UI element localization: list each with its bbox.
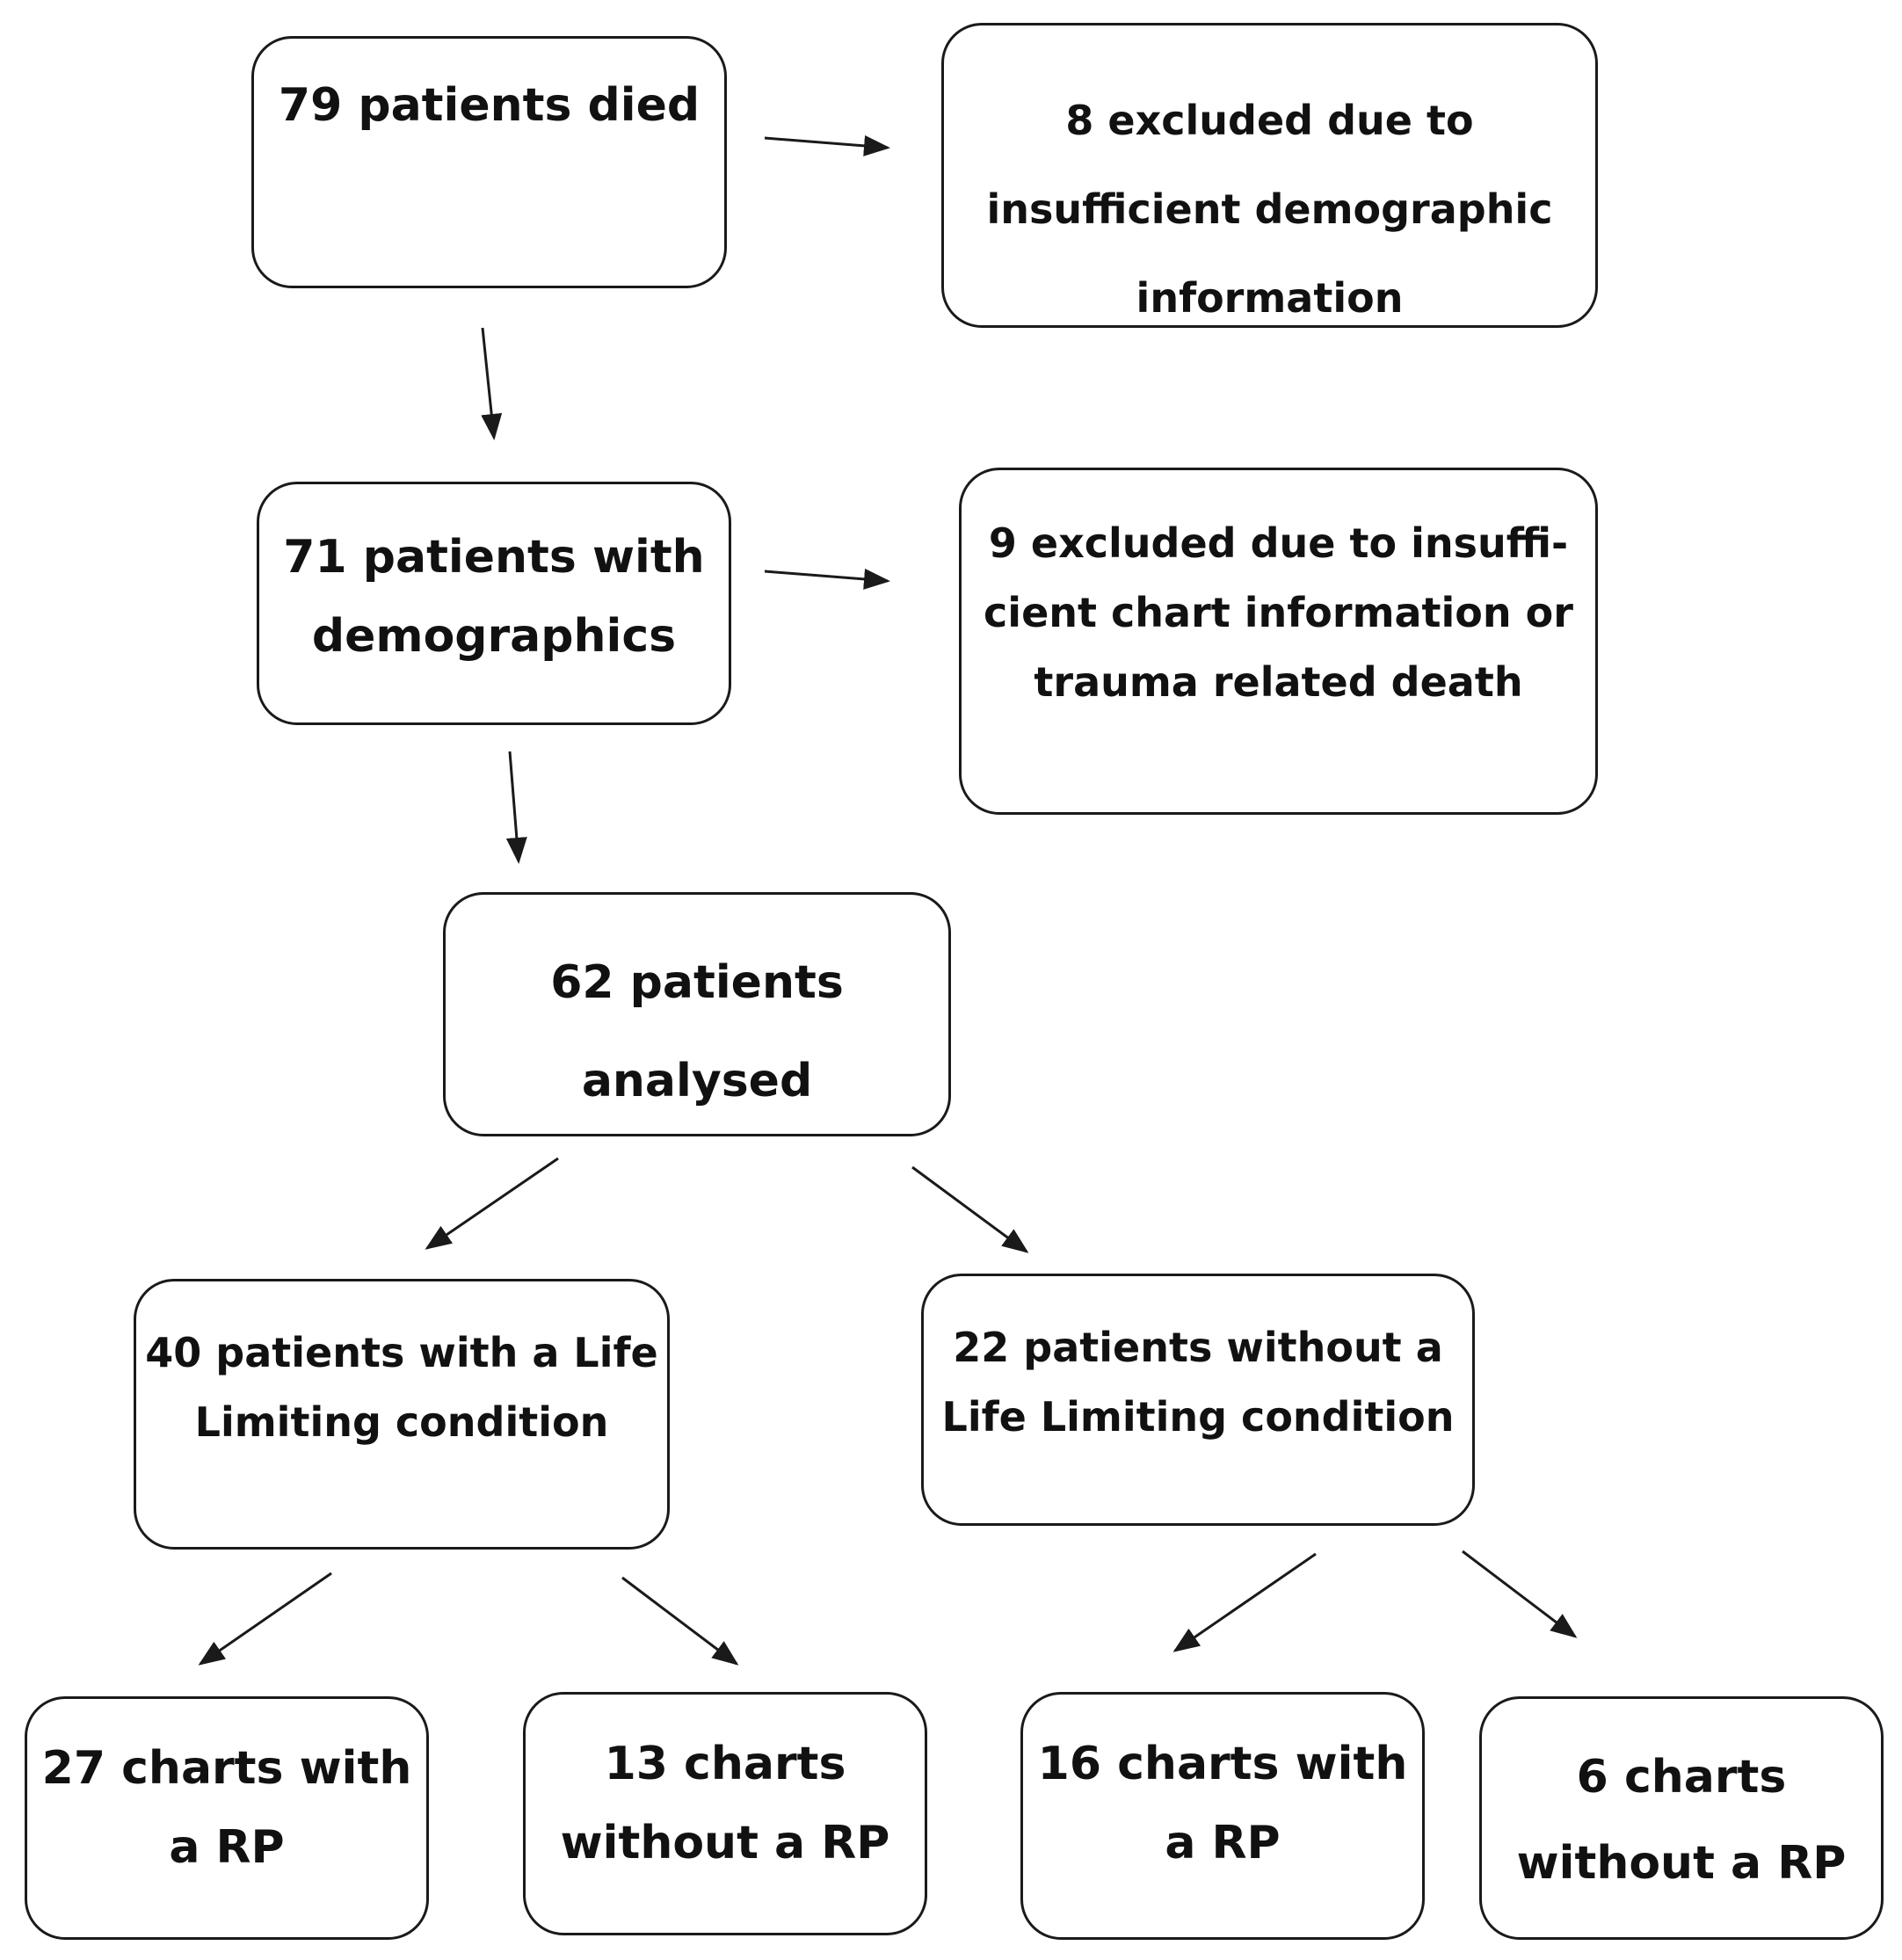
box-text-line: 8 excluded due to (1065, 97, 1474, 144)
arrow-demographics-to-excluded (764, 568, 890, 590)
box-40-patients-life-limiting: 40 patients with a Life Limiting conditi… (134, 1279, 670, 1550)
box-71-patients-with-demographics: 71 patients with demographics (257, 482, 731, 725)
box-27-charts-with-rp: 27 charts with a RP (25, 1696, 429, 1940)
box-9-excluded-chart-information: 9 excluded due to insuffi- cient chart i… (959, 468, 1598, 815)
box-text-line: without a RP (560, 1817, 890, 1869)
box-text-line: 40 patients with a Life (145, 1329, 658, 1376)
box-text-line: 79 patients died (278, 79, 701, 132)
box-22-patients-without-life-limiting: 22 patients without a Life Limiting cond… (921, 1274, 1475, 1526)
box-text-line: information (1136, 274, 1404, 322)
box-text-line: 62 patients (550, 956, 844, 1009)
arrow-demographics-to-analysed (505, 751, 527, 864)
box-text-line: 13 charts (604, 1738, 846, 1790)
box-text-line: Life Limiting condition (941, 1393, 1455, 1441)
box-6-charts-without-rp: 6 charts without a RP (1479, 1696, 1884, 1940)
box-text-line: Limiting condition (194, 1398, 609, 1446)
box-text-line: cient chart information or (984, 589, 1573, 636)
box-text-line: without a RP (1516, 1837, 1847, 1890)
box-79-patients-died: 79 patients died (251, 36, 727, 288)
arrow-llc-to-with-rp (198, 1572, 332, 1666)
box-text-line: 27 charts with (41, 1742, 412, 1795)
box-text-line: insufficient demographic (986, 185, 1553, 233)
arrow-llc-to-without-rp (621, 1576, 739, 1666)
box-text-line: a RP (1165, 1817, 1281, 1869)
box-text-line: 16 charts with (1037, 1738, 1408, 1790)
box-text-line: analysed (581, 1055, 813, 1107)
box-text-line: demographics (311, 610, 677, 663)
box-8-excluded-demographic: 8 excluded due to insufficient demograph… (941, 23, 1598, 328)
box-text-line: 22 patients without a (953, 1324, 1443, 1371)
box-13-charts-without-rp: 13 charts without a RP (523, 1692, 927, 1935)
box-62-patients-analysed: 62 patients analysed (443, 892, 951, 1136)
arrow-analysed-to-llc (425, 1157, 559, 1250)
box-16-charts-with-rp: 16 charts with a RP (1020, 1692, 1425, 1940)
arrow-analysed-to-no-llc (911, 1165, 1029, 1253)
box-text-line: 9 excluded due to insuffi- (988, 519, 1569, 567)
arrow-no-llc-to-with-rp (1172, 1552, 1317, 1652)
box-text-line: a RP (169, 1821, 285, 1874)
box-text-line: 6 charts (1576, 1751, 1787, 1804)
arrow-no-llc-to-without-rp (1462, 1550, 1578, 1638)
box-text-line: trauma related death (1034, 658, 1523, 706)
arrow-died-to-excluded (764, 134, 890, 156)
box-text-line: 71 patients with (283, 531, 705, 584)
arrow-died-to-demographics (481, 327, 503, 440)
